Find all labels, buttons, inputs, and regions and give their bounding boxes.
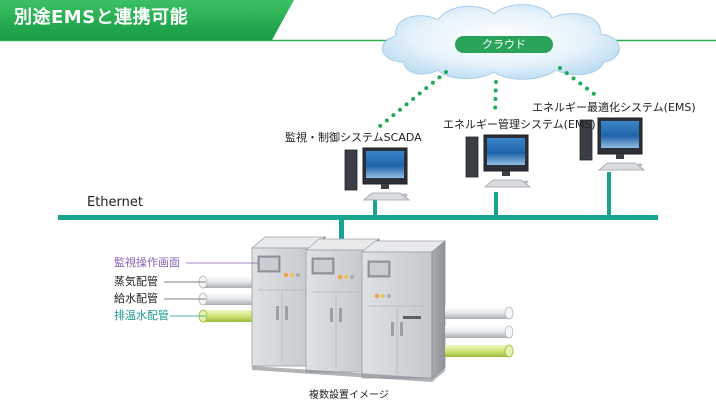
cloud-pill bbox=[455, 36, 553, 53]
drop-scada bbox=[373, 195, 377, 217]
drop-equipment bbox=[339, 217, 344, 247]
equipment-units bbox=[250, 236, 447, 382]
callout-steam-pipe: 蒸気配管 bbox=[114, 275, 158, 288]
water-supply-pipe-left bbox=[203, 293, 263, 305]
drop-ems-optimization bbox=[607, 172, 611, 217]
cloud-label: クラウド bbox=[482, 38, 526, 51]
drop-ems-management bbox=[494, 192, 498, 217]
drain-pipe-right bbox=[445, 345, 509, 357]
callout-water-supply-pipe: 給水配管 bbox=[114, 292, 158, 305]
ethernet-label: Ethernet bbox=[87, 195, 143, 210]
system-label-ems-optimization: エネルギー最適化システム(EMS) bbox=[532, 101, 696, 114]
steam-pipe-right bbox=[445, 307, 509, 319]
system-label-ems-management: エネルギー管理システム(EMS) bbox=[443, 118, 596, 131]
drain-pipe-left bbox=[203, 310, 263, 322]
cloud-link-ems-management bbox=[493, 80, 498, 114]
cloud-links bbox=[372, 66, 600, 133]
workstation-scada bbox=[344, 147, 411, 201]
workstation-ems-management bbox=[465, 134, 532, 188]
callout-leaders bbox=[164, 262, 258, 317]
pipes-right bbox=[445, 306, 514, 358]
steam-pipe-left bbox=[203, 276, 263, 288]
water-supply-pipe-right bbox=[445, 326, 509, 338]
pipes-left bbox=[198, 275, 263, 323]
equipment-unit-3 bbox=[360, 240, 447, 379]
callout-drain-pipe: 排温水配管 bbox=[114, 309, 169, 322]
cloud-link-scada bbox=[372, 70, 448, 133]
cloud-link-ems-optimization bbox=[558, 66, 600, 99]
page-title: 別途EMSと連携可能 bbox=[14, 7, 189, 28]
callout-monitor-panel: 監視操作画面 bbox=[114, 256, 180, 269]
ethernet-network bbox=[58, 172, 658, 247]
image-caption: 複数設置イメージ bbox=[309, 390, 389, 401]
workstation-ems-optimization bbox=[579, 117, 646, 171]
system-label-scada: 監視・制御システムSCADA bbox=[285, 131, 422, 144]
